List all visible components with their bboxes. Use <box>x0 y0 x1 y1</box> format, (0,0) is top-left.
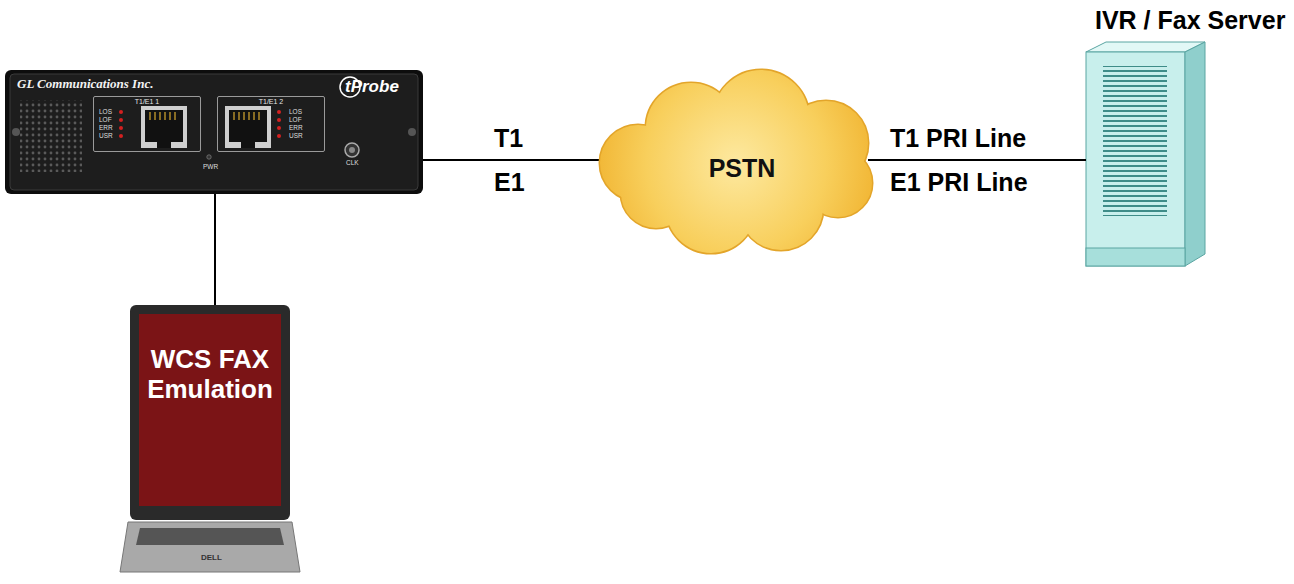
port-label: T1/E1 1 <box>94 98 200 105</box>
connector-line <box>423 159 600 161</box>
laptop-node: WCS FAX Emulation <box>130 305 290 572</box>
led-label: PWR <box>203 163 218 170</box>
line-type-label: E1 PRI Line <box>890 168 1028 197</box>
tprobe-device: GL Communications Inc. tProbePWR CLK T1/E1 … <box>5 70 423 194</box>
network-cloud: PSTN <box>596 68 876 258</box>
led-labels: LOS LOF ERR USR <box>99 108 117 140</box>
port-label: CLK <box>346 159 359 166</box>
product-logo: tProbe <box>345 77 399 97</box>
led-labels: LOS LOF ERR USR <box>289 108 307 140</box>
screen-text: WCS FAX Emulation <box>141 345 279 405</box>
server-tower <box>1086 42 1205 266</box>
port-panel: T1/E1 1 LOS LOF ERR USR <box>93 96 201 152</box>
server-node: IVR / Fax Server <box>1080 4 1294 270</box>
laptop-brand: DELL <box>201 553 222 562</box>
tprobe-device <box>5 70 423 194</box>
port-label: T1/E1 2 <box>218 98 324 105</box>
brand-label: GL Communications Inc. <box>17 76 153 92</box>
connector-line <box>868 159 1086 161</box>
server-title: IVR / Fax Server <box>1095 6 1285 35</box>
connector-line <box>214 194 216 305</box>
laptop <box>120 305 300 572</box>
cloud-label: PSTN <box>608 154 876 183</box>
line-type-label: T1 <box>494 124 523 153</box>
line-type-label: T1 PRI Line <box>890 124 1026 153</box>
line-type-label: E1 <box>494 168 525 197</box>
port-panel: T1/E1 2 LOS LOF ERR USR <box>217 96 325 152</box>
